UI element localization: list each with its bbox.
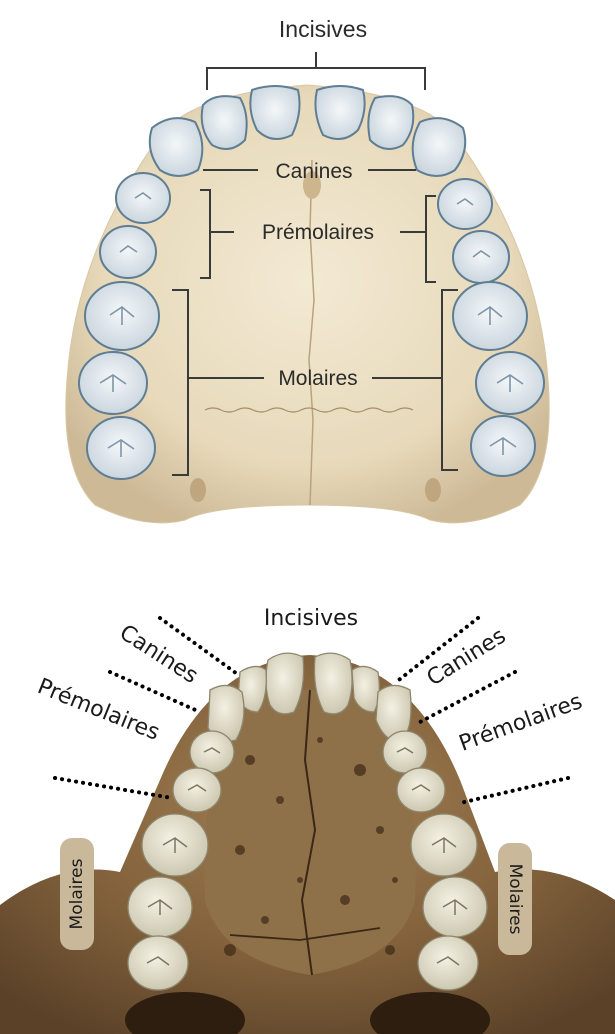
tooth-incisor [314, 653, 352, 714]
tooth-premolar [438, 179, 492, 229]
tooth-premolar [173, 768, 221, 812]
tooth-premolar [383, 731, 427, 773]
tooth-molar [418, 936, 478, 990]
label-canines-top: Canines [275, 160, 352, 183]
molar-badge-right: Molaires [498, 843, 532, 955]
tooth-premolar [453, 231, 509, 283]
label-premolars-top: Prémolaires [262, 221, 374, 244]
palatine-foramen [190, 478, 206, 502]
tooth-premolar [190, 731, 234, 773]
label-canines-left: Canines [115, 620, 202, 689]
tooth-premolar [100, 226, 156, 278]
bottom-photo: Incisives Canines Canines Prémolaires Pr… [0, 606, 615, 1034]
label-incisors-top: Incisives [279, 16, 367, 42]
label-premolars-right: Prémolaires [456, 689, 586, 757]
label-molars-top: Molaires [278, 367, 357, 390]
label-molars-left: Molaires [67, 858, 87, 929]
tooth-molar [128, 936, 188, 990]
molar-badge-left: Molaires [60, 838, 94, 950]
tooth-canine [150, 118, 203, 176]
tooth-premolar [397, 768, 445, 812]
tooth-incisor [315, 86, 364, 139]
label-incisors-bottom: Incisives [264, 606, 358, 631]
tooth-incisor [250, 86, 299, 139]
tooth-premolar [116, 173, 170, 223]
label-molars-right: Molaires [505, 864, 525, 935]
tooth-canine [413, 118, 466, 176]
top-diagram: Incisives Canines Prémolaires Molaires [66, 16, 549, 523]
palatine-foramen [425, 478, 441, 502]
tooth-incisor [202, 96, 247, 149]
tooth-incisor [368, 96, 413, 149]
tooth-incisor [266, 653, 304, 714]
